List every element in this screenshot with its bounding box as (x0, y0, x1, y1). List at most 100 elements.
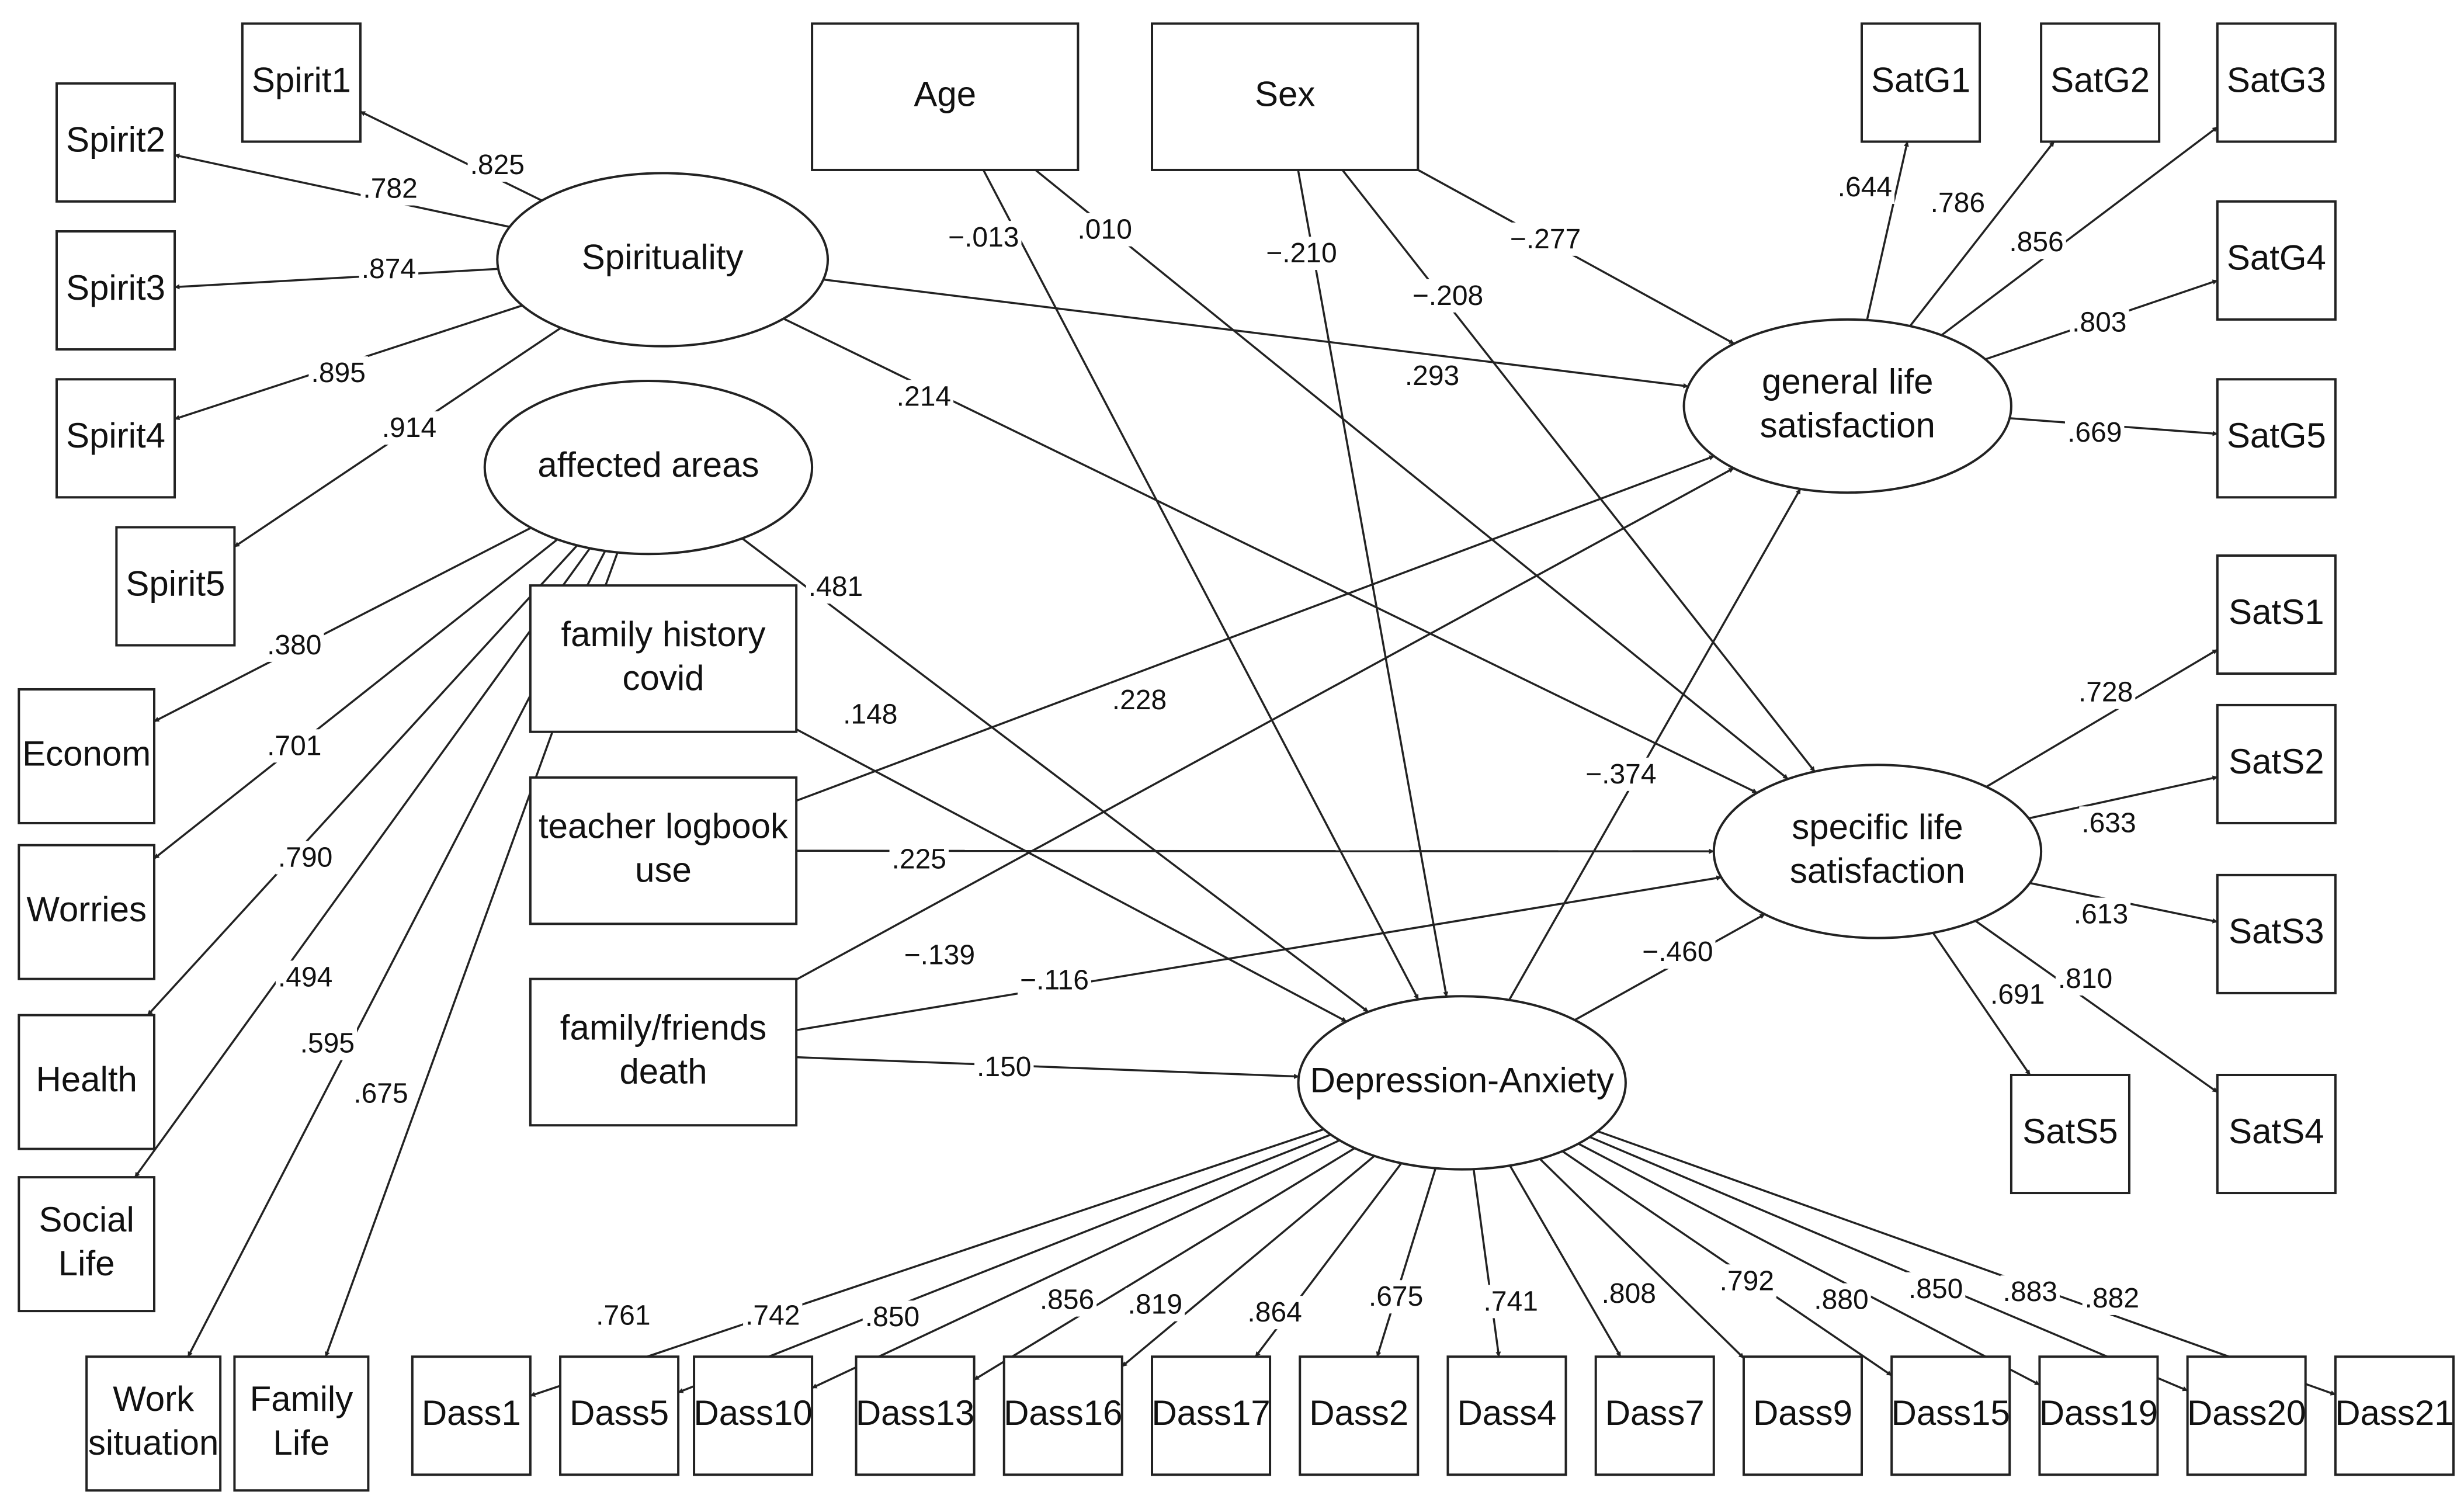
coefficient-label-bg (1264, 237, 1339, 270)
path-arrow-da-to-dass16 (1121, 1155, 1375, 1368)
node-ellipse-affected (483, 379, 814, 556)
path-arrow-sex-to-gls (1417, 169, 1735, 345)
node-box-teacher (529, 776, 798, 925)
coefficient-label-bg (862, 1300, 922, 1334)
coefficient-label-age-to-da: −.013 (948, 222, 1019, 253)
coefficient-label-da-to-dass20: .883 (2003, 1276, 2057, 1307)
node-box-spirit1 (241, 22, 362, 143)
coefficient-label-spirituality-to-spirit5: .914 (382, 412, 436, 443)
node-label-econom: Econom (22, 734, 151, 773)
node-label-teacher: teacher logbook (539, 806, 789, 845)
node-label-dass10: Dass10 (693, 1393, 812, 1432)
observed-variable-satg4: SatG4 (2216, 200, 2337, 321)
coefficient-label-sls-to-sats4: .810 (2058, 963, 2112, 994)
observed-variable-dass4: Dass4 (1446, 1355, 1567, 1476)
node-box-famhist (529, 584, 798, 733)
path-arrow-sls-to-sats2 (2028, 775, 2218, 820)
path-arrow-da-to-dass13 (973, 1147, 1355, 1381)
coefficient-label-gls-to-satg1: .644 (1838, 172, 1892, 203)
coefficient-label-spirituality-to-spirit3: .874 (362, 254, 416, 285)
observed-variable-satg5: SatG5 (2216, 378, 2337, 499)
node-box-satg5 (2216, 378, 2337, 499)
node-ellipse-sls (1712, 764, 2043, 939)
node-label-spirit4: Spirit4 (66, 416, 165, 455)
coefficient-label-bg (275, 960, 335, 994)
path-arrow-affected-to-worries (153, 538, 558, 859)
node-ellipse-gls (1682, 318, 2012, 494)
node-label-da: Depression-Anxiety (1310, 1060, 1614, 1099)
node-label-sats1: SatS1 (2229, 592, 2324, 632)
coefficient-label-teacher-to-gls: .228 (1112, 685, 1167, 716)
observed-variable-health: Health (18, 1014, 156, 1150)
coefficient-label-bg (974, 1050, 1034, 1084)
coefficient-label-famdeath-to-sls: −.116 (1020, 965, 1089, 996)
node-label-dass9: Dass9 (1753, 1393, 1852, 1432)
node-label-dass16: Dass16 (1004, 1393, 1122, 1432)
node-label-social: Life (58, 1244, 115, 1283)
coefficient-label-sex-to-sls: −.208 (1413, 280, 1483, 311)
node-box-spirit5 (115, 526, 236, 647)
path-arrow-da-to-dass21 (1597, 1130, 2336, 1396)
node-box-dass19 (2038, 1355, 2159, 1476)
coefficient-label-famhist-to-da: .148 (843, 699, 897, 730)
observed-variable-spirit5: Spirit5 (115, 526, 236, 647)
coefficient-label-affected-to-health: .790 (278, 842, 332, 873)
coefficient-label-bg (275, 841, 335, 875)
node-label-work: situation (88, 1423, 218, 1462)
observed-variable-sats1: SatS1 (2216, 554, 2337, 675)
node-label-sats4: SatS4 (2229, 1112, 2324, 1151)
coefficient-label-bg (265, 628, 324, 662)
coefficient-label-bg (2082, 1281, 2142, 1315)
node-label-dass21: Dass21 (2335, 1393, 2453, 1432)
coefficient-label-affected-to-work: .595 (300, 1028, 355, 1059)
path-arrow-famdeath-to-sls (796, 875, 1722, 1032)
path-arrow-affected-to-health (147, 544, 578, 1016)
node-box-dass7 (1594, 1355, 1715, 1476)
path-arrow-sex-to-sls (1341, 169, 1816, 772)
node-box-health (18, 1014, 156, 1150)
coefficient-label-bg (1987, 977, 2047, 1011)
path-arrow-spirituality-to-spirit2 (174, 153, 510, 228)
node-box-dass21 (2334, 1355, 2455, 1476)
node-label-worries: Worries (26, 890, 147, 929)
observed-variable-dass15: Dass15 (1890, 1355, 2011, 1476)
node-label-spirit3: Spirit3 (66, 268, 165, 307)
coefficient-label-bg (379, 411, 439, 445)
coefficient-label-bg (1906, 1272, 1966, 1306)
observed-variable-satg2: SatG2 (2040, 22, 2161, 143)
coefficient-label-da-to-dass15: .880 (1814, 1285, 1868, 1316)
coefficient-label-bg (1410, 279, 1486, 313)
node-label-satg4: SatG4 (2227, 238, 2326, 277)
coefficient-label-bg (946, 221, 1022, 255)
path-arrow-sls-to-sats5 (1932, 932, 2031, 1076)
node-label-teacher: use (635, 850, 692, 889)
node-box-social (18, 1176, 156, 1313)
observed-variable-dass9: Dass9 (1742, 1355, 1863, 1476)
path-arrow-da-to-dass20 (1589, 1136, 2188, 1392)
path-arrow-gls-to-satg3 (1941, 126, 2218, 337)
coefficient-label-da-to-dass13: .856 (1040, 1285, 1094, 1316)
node-box-econom (18, 688, 156, 824)
node-box-satg3 (2216, 22, 2337, 143)
node-label-satg1: SatG1 (1871, 60, 1970, 99)
node-label-sats2: SatS2 (2229, 742, 2324, 781)
node-label-age: Age (914, 75, 976, 114)
latent-variable-affected: affected areas (483, 379, 814, 556)
coefficient-label-bg (359, 252, 419, 286)
node-box-sats4 (2216, 1074, 2337, 1195)
coefficient-label-da-to-dass17: .864 (1247, 1297, 1302, 1328)
node-box-sats2 (2216, 703, 2337, 824)
observed-variable-dass21: Dass21 (2334, 1355, 2455, 1476)
observed-variable-spirit2: Spirit2 (55, 82, 176, 203)
observed-variable-spirit4: Spirit4 (55, 378, 176, 499)
node-box-satg1 (1861, 22, 1981, 143)
coefficient-label-bg (1507, 222, 1584, 256)
coefficient-label-da-to-dass10: .850 (865, 1302, 919, 1333)
coefficient-label-da-to-gls: −.374 (1585, 759, 1656, 790)
coefficient-label-age-to-sls: .010 (1077, 214, 1132, 245)
node-box-dass20 (2186, 1355, 2307, 1476)
coefficient-label-bg (1245, 1296, 1304, 1330)
